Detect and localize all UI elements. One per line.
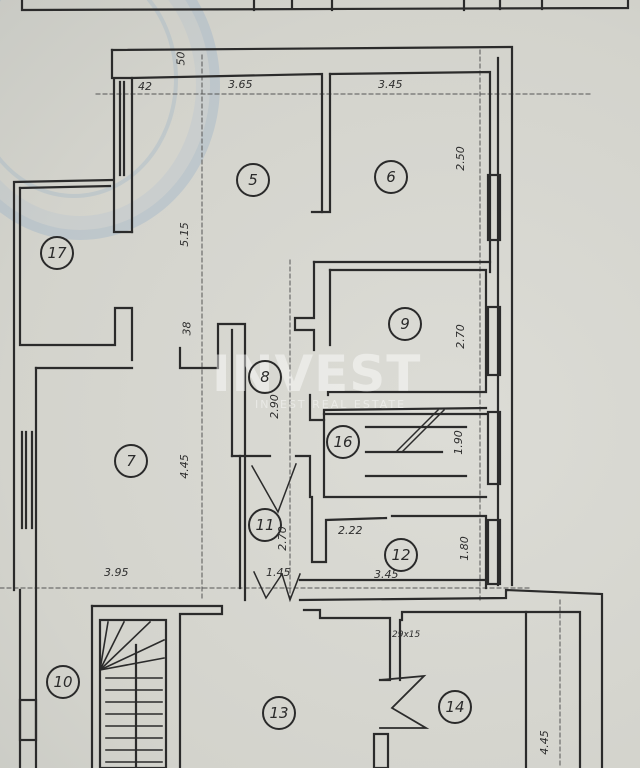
dim-room9-height: 2.70 bbox=[453, 324, 467, 349]
dim-room5-width: 3.65 bbox=[228, 78, 253, 91]
room-number-7: 7 bbox=[114, 444, 148, 478]
room-number-6: 6 bbox=[374, 160, 408, 194]
dim-room11-height: 2.70 bbox=[275, 526, 289, 551]
room-number-16: 16 bbox=[326, 425, 360, 459]
dim-room14-opening: 29x15 bbox=[392, 630, 421, 640]
outer-walls bbox=[12, 45, 604, 768]
dim-room12-top: 2.22 bbox=[338, 524, 363, 537]
dim-room14-height: 4.45 bbox=[537, 730, 551, 755]
dim-room7-height: 4.45 bbox=[177, 454, 191, 479]
dim-door-width: 1.45 bbox=[266, 566, 291, 579]
watermark-logo: INVEST bbox=[212, 345, 422, 403]
room-number-13: 13 bbox=[262, 696, 296, 730]
dim-room16-height: 1.90 bbox=[451, 430, 465, 455]
dim-room12-bottom: 3.45 bbox=[374, 568, 399, 581]
stamp-inner-ring bbox=[0, 0, 178, 198]
axis-lines bbox=[0, 49, 593, 768]
dim-room8-height: 2.90 bbox=[267, 394, 281, 419]
dim-wall-38: 38 bbox=[180, 321, 194, 336]
room-number-14: 14 bbox=[438, 690, 472, 724]
room-number-11: 11 bbox=[248, 508, 282, 542]
room-number-9: 9 bbox=[388, 307, 422, 341]
dim-room6-height: 2.50 bbox=[453, 146, 467, 171]
room-number-10: 10 bbox=[46, 665, 80, 699]
faded-blue-stamp bbox=[0, 0, 220, 240]
dim-room12-height: 1.80 bbox=[457, 536, 471, 561]
dim-room6-width: 3.45 bbox=[378, 78, 403, 91]
room-number-17: 17 bbox=[40, 236, 74, 270]
room-number-5: 5 bbox=[236, 163, 270, 197]
room-number-12: 12 bbox=[384, 538, 418, 572]
room-number-8: 8 bbox=[248, 360, 282, 394]
watermark-subtitle: INVEST REAL ESTATE bbox=[255, 398, 407, 411]
dim-top-corner: 50 bbox=[174, 51, 188, 66]
dim-room5-height: 5.15 bbox=[177, 222, 191, 247]
dim-top-wall: 42 bbox=[138, 80, 152, 93]
dim-room7-width: 3.95 bbox=[104, 566, 129, 579]
top-drawing-fragment bbox=[20, 0, 630, 12]
